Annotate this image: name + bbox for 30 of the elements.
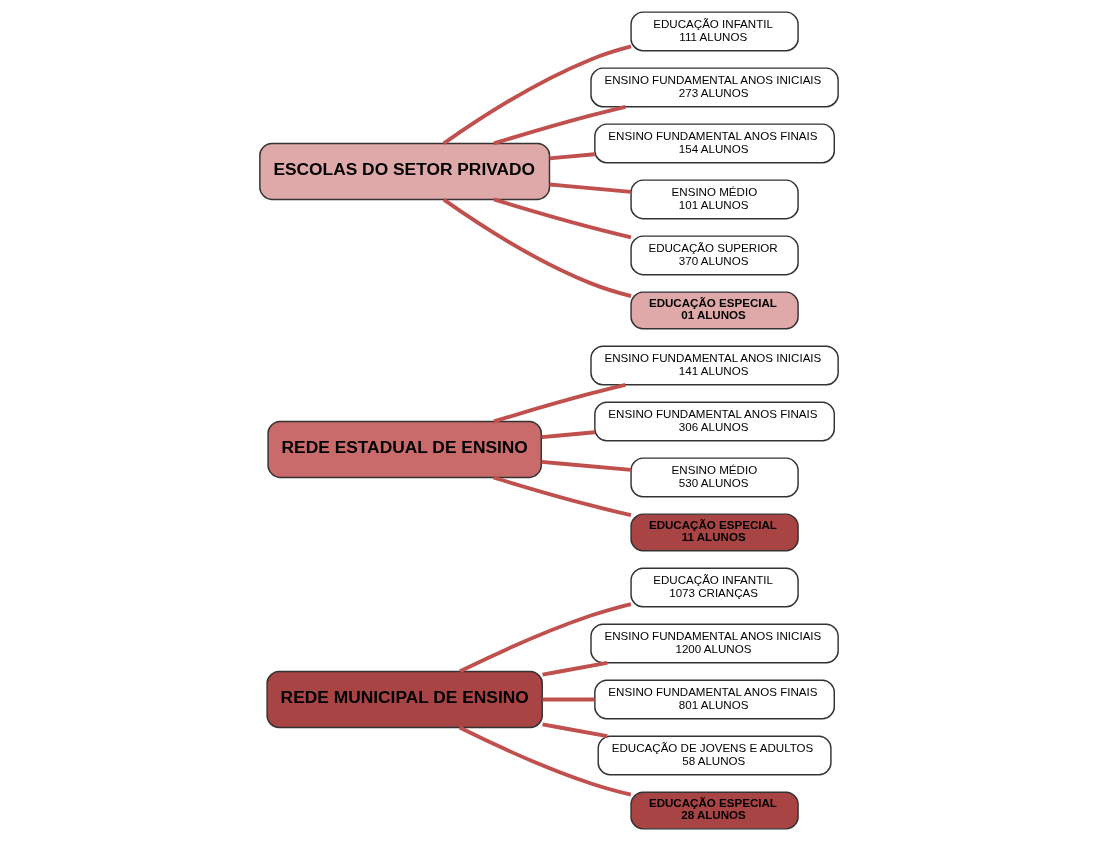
connector — [458, 602, 631, 674]
node-box: ENSINO MÉDIO 101 ALUNOS — [629, 179, 799, 220]
connector — [458, 725, 631, 797]
node-box: ENSINO FUNDAMENTAL ANOS INICIAIS 273 ALUNOS — [589, 67, 839, 108]
node-box: EDUCAÇÃO SUPERIOR 370 ALUNOS — [629, 235, 799, 276]
node-box: ENSINO FUNDAMENTAL ANOS FINAIS 306 ALUNOS — [593, 401, 835, 442]
connector — [442, 198, 631, 298]
node-box: ENSINO MÉDIO 530 ALUNOS — [629, 457, 799, 498]
node-box: ENSINO FUNDAMENTAL ANOS FINAIS 154 ALUNOS — [593, 123, 835, 164]
node-box: EDUCAÇÃO INFANTIL 111 ALUNOS — [629, 11, 799, 52]
node-box: ESCOLAS DO SETOR PRIVADO — [258, 142, 550, 201]
node-box: ENSINO FUNDAMENTAL ANOS FINAIS 801 ALUNOS — [593, 679, 835, 720]
node-box: EDUCAÇÃO ESPECIAL 11 ALUNOS — [629, 513, 799, 552]
node-box: EDUCAÇÃO ESPECIAL 01 ALUNOS — [629, 291, 799, 330]
node-box: ENSINO FUNDAMENTAL ANOS INICIAIS 141 ALUNOS — [589, 345, 839, 386]
connector — [492, 475, 631, 518]
node-box: ENSINO FUNDAMENTAL ANOS INICIAIS 1200 ALUNOS — [589, 623, 839, 664]
connector — [540, 430, 595, 440]
connector — [442, 44, 632, 145]
node-box: EDUCAÇÃO INFANTIL 1073 CRIANÇAS — [629, 567, 799, 608]
connector — [492, 197, 631, 240]
connector — [541, 722, 608, 739]
node-box: EDUCAÇÃO ESPECIAL 28 ALUNOS — [629, 791, 799, 830]
node-box: REDE ESTADUAL DE ENSINO — [266, 420, 542, 479]
node-box: EDUCAÇÃO DE JOVENS E ADULTOS 58 ALUNOS — [597, 735, 832, 776]
node-box: REDE MUNICIPAL DE ENSINO — [265, 670, 543, 729]
connector — [540, 459, 631, 472]
connector — [549, 152, 595, 161]
connector — [542, 697, 595, 702]
connector — [549, 182, 631, 194]
